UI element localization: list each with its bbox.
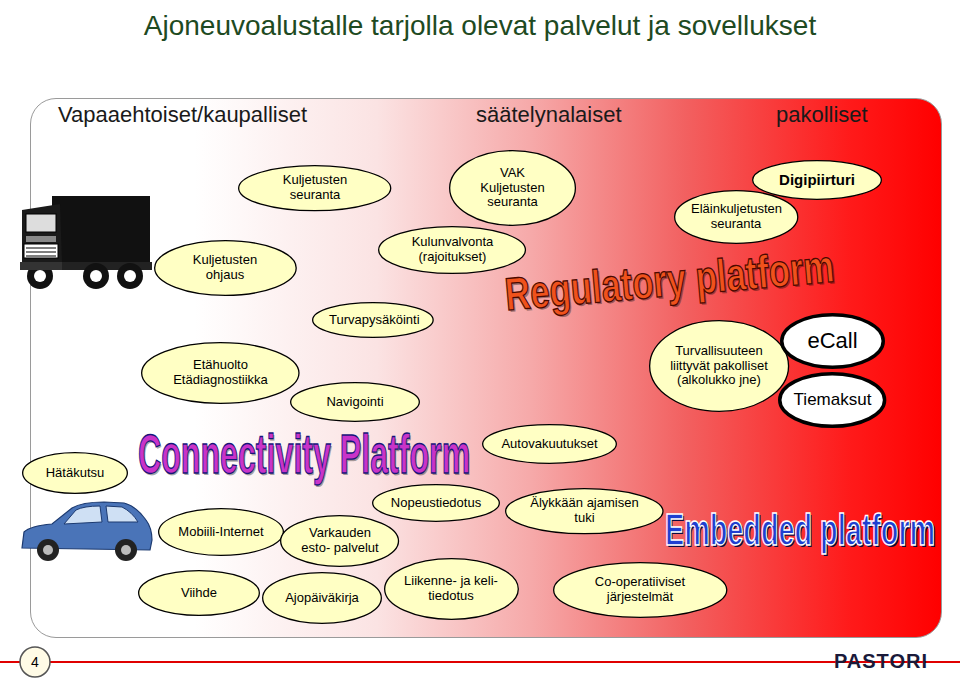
service-ellipse: Nopeustiedotus xyxy=(372,484,500,522)
node-label: Autovakuutukset xyxy=(501,437,597,452)
node-label: Tiemaksut xyxy=(794,390,872,410)
node-label: Turvallisuuteen liittyvät pakolliset (al… xyxy=(668,344,770,389)
service-ellipse: Varkauden esto- palvelut xyxy=(280,515,399,567)
node-label: Digipiirturi xyxy=(779,171,855,188)
node-label: eCall xyxy=(807,328,857,353)
node-label: Ajopäiväkirja xyxy=(285,591,359,606)
node-label: Kuljetusten ohjaus xyxy=(173,253,277,283)
node-label: Co-operatiiviset järjestelmät xyxy=(576,575,704,605)
platform-banner: Embedded platform xyxy=(665,508,935,552)
node-label: VAK Kuljetusten seuranta xyxy=(466,166,558,211)
service-ellipse: Liikenne- ja keli- tiedotus xyxy=(384,558,519,620)
service-ellipse: Etähuolto Etädiagnostiikka xyxy=(141,342,300,404)
service-ellipse: Viihde xyxy=(138,570,260,616)
service-ellipse: eCall xyxy=(780,313,885,369)
node-label: Navigointi xyxy=(326,395,383,410)
node-label: Mobiili-Internet xyxy=(178,525,263,540)
service-ellipse: Tiemaksut xyxy=(778,372,886,428)
service-ellipse: Ajopäiväkirja xyxy=(262,572,382,624)
page-number-circle xyxy=(20,647,50,677)
service-ellipse: Kuljetusten ohjaus xyxy=(154,240,297,296)
service-ellipse: Eläinkuljetusten seuranta xyxy=(674,190,798,244)
service-ellipse: Kulunvalvonta (rajoitukset) xyxy=(378,226,526,274)
node-label: Viihde xyxy=(181,586,217,601)
service-ellipse: Turvapysäköinti xyxy=(312,302,434,338)
footer-rule xyxy=(0,661,960,663)
node-label: Nopeustiedotus xyxy=(391,496,481,511)
platform-banner: Connectivity Platform xyxy=(138,426,470,482)
column-heading: säätelynalaiset xyxy=(476,104,622,126)
node-label: Eläinkuljetusten seuranta xyxy=(691,202,781,232)
service-ellipse: Älykkään ajamisen tuki xyxy=(505,488,664,534)
service-ellipse: Mobiili-Internet xyxy=(158,508,284,556)
service-ellipse: Co-operatiiviset järjestelmät xyxy=(553,562,727,618)
service-ellipse: Kuljetusten seuranta xyxy=(238,165,391,211)
logo-text: PASTORI xyxy=(834,651,928,671)
page-number: 4 xyxy=(31,655,39,669)
node-label: Kuljetusten seuranta xyxy=(259,173,371,203)
column-heading: Vapaaehtoiset/kaupalliset xyxy=(58,104,307,126)
service-ellipse: Autovakuutukset xyxy=(482,424,617,464)
node-label: Varkauden esto- palvelut xyxy=(297,526,383,556)
node-label: Etähuolto Etädiagnostiikka xyxy=(162,358,278,388)
truck-illustration xyxy=(20,196,152,289)
node-label: Hätäkutsu xyxy=(46,466,105,481)
service-ellipse: Hätäkutsu xyxy=(22,452,128,494)
column-heading: pakolliset xyxy=(776,104,868,126)
service-ellipse: Digipiirturi xyxy=(752,160,882,200)
page-title: Ajoneuvoalustalle tarjolla olevat palvel… xyxy=(130,8,830,44)
node-label: Älykkään ajamisen tuki xyxy=(526,496,642,526)
service-ellipse: Turvallisuuteen liittyvät pakolliset (al… xyxy=(649,320,789,412)
service-ellipse: Navigointi xyxy=(290,382,420,422)
node-label: Turvapysäköinti xyxy=(329,313,417,328)
node-label: Kulunvalvonta (rajoitukset) xyxy=(398,235,506,265)
service-ellipse: VAK Kuljetusten seuranta xyxy=(449,150,576,226)
node-label: Liikenne- ja keli- tiedotus xyxy=(402,574,500,604)
car-illustration xyxy=(22,502,152,561)
